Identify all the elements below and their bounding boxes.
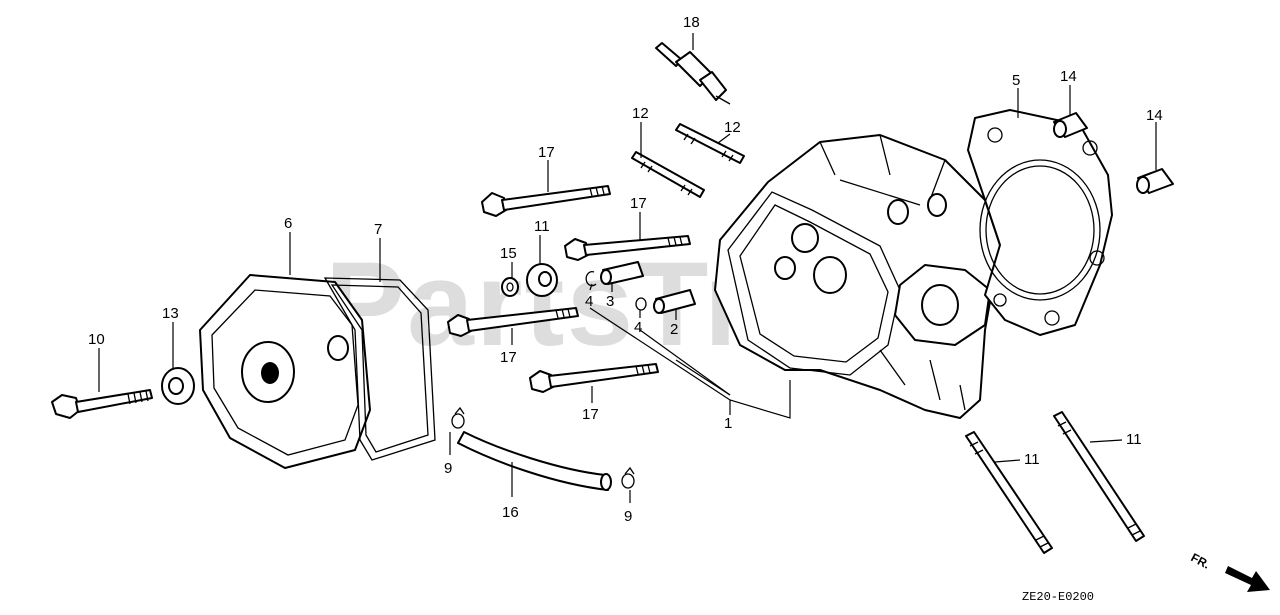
part-4-clip-right[interactable]: [635, 297, 647, 311]
callout-2: 2: [670, 321, 678, 338]
part-15-washer[interactable]: [501, 277, 519, 297]
callout-4: 4: [634, 319, 642, 336]
callout-16: 16: [502, 504, 519, 521]
part-2-collar[interactable]: [653, 289, 696, 314]
callout-18: 18: [683, 14, 700, 31]
part-12-stud-right[interactable]: [675, 123, 745, 164]
callout-15: 15: [500, 245, 517, 262]
part-11-stud-right[interactable]: [1053, 411, 1145, 542]
callout-14: 14: [1146, 107, 1163, 124]
part-8-seal-washer[interactable]: [526, 263, 558, 297]
callout-3: 3: [606, 293, 614, 310]
part-3-collar[interactable]: [600, 261, 644, 285]
callout-9: 9: [624, 508, 632, 525]
callout-9: 9: [444, 460, 452, 477]
callout-1: 1: [724, 415, 732, 432]
part-7-gasket[interactable]: [323, 277, 436, 461]
part-17-bolt-upper[interactable]: [481, 185, 611, 217]
callout-14: 14: [1060, 68, 1077, 85]
part-14-dowel-pin-left[interactable]: [1053, 112, 1088, 138]
front-direction-indicator: FR.: [1189, 550, 1270, 592]
callout-12: 12: [632, 105, 649, 122]
part-17-bolt-mid-lower[interactable]: [447, 307, 579, 337]
callout-17: 17: [582, 406, 599, 423]
callout-4: 4: [585, 293, 593, 310]
leader-lines: [98, 33, 1157, 503]
callout-17: 17: [538, 144, 555, 161]
diagram-code: ZE20-E0200: [1022, 590, 1094, 604]
part-1-cylinder-head[interactable]: [714, 134, 1001, 419]
part-14-dowel-pin-right[interactable]: [1136, 168, 1174, 194]
part-16-breather-tube[interactable]: [457, 431, 612, 491]
callout-5: 5: [1012, 72, 1020, 89]
part-13-washer[interactable]: [161, 367, 195, 405]
callout-6: 6: [284, 215, 292, 232]
part-4-clip-left[interactable]: [585, 271, 597, 287]
part-5-head-gasket[interactable]: [967, 109, 1113, 336]
part-6-head-cover[interactable]: [199, 274, 371, 469]
callout-17: 17: [500, 349, 517, 366]
part-17-bolt-lower[interactable]: [529, 363, 659, 393]
part-9-clip-right[interactable]: [621, 466, 635, 489]
callout-10: 10: [88, 331, 105, 348]
callout-11: 11: [1024, 451, 1040, 468]
front-arrow-icon: [1225, 566, 1270, 592]
callout-7: 7: [374, 221, 382, 238]
part-18-spark-plug[interactable]: [655, 42, 731, 105]
callout-17: 17: [630, 195, 647, 212]
callout-labels: 18 12 12 17 17 11 15 5 14 14 6 7 13 10 4…: [88, 14, 1163, 525]
callout-13: 13: [162, 305, 179, 322]
callout-8: 11: [534, 218, 550, 235]
direction-label: FR.: [1189, 550, 1213, 571]
part-9-clip-left[interactable]: [451, 406, 465, 429]
part-12-stud-left[interactable]: [631, 151, 705, 198]
part-10-flange-bolt[interactable]: [51, 389, 153, 419]
part-17-bolt-mid-upper[interactable]: [564, 235, 691, 261]
callout-11: 11: [1126, 431, 1142, 448]
part-11-stud-left[interactable]: [965, 431, 1053, 554]
callout-12: 12: [724, 119, 741, 136]
